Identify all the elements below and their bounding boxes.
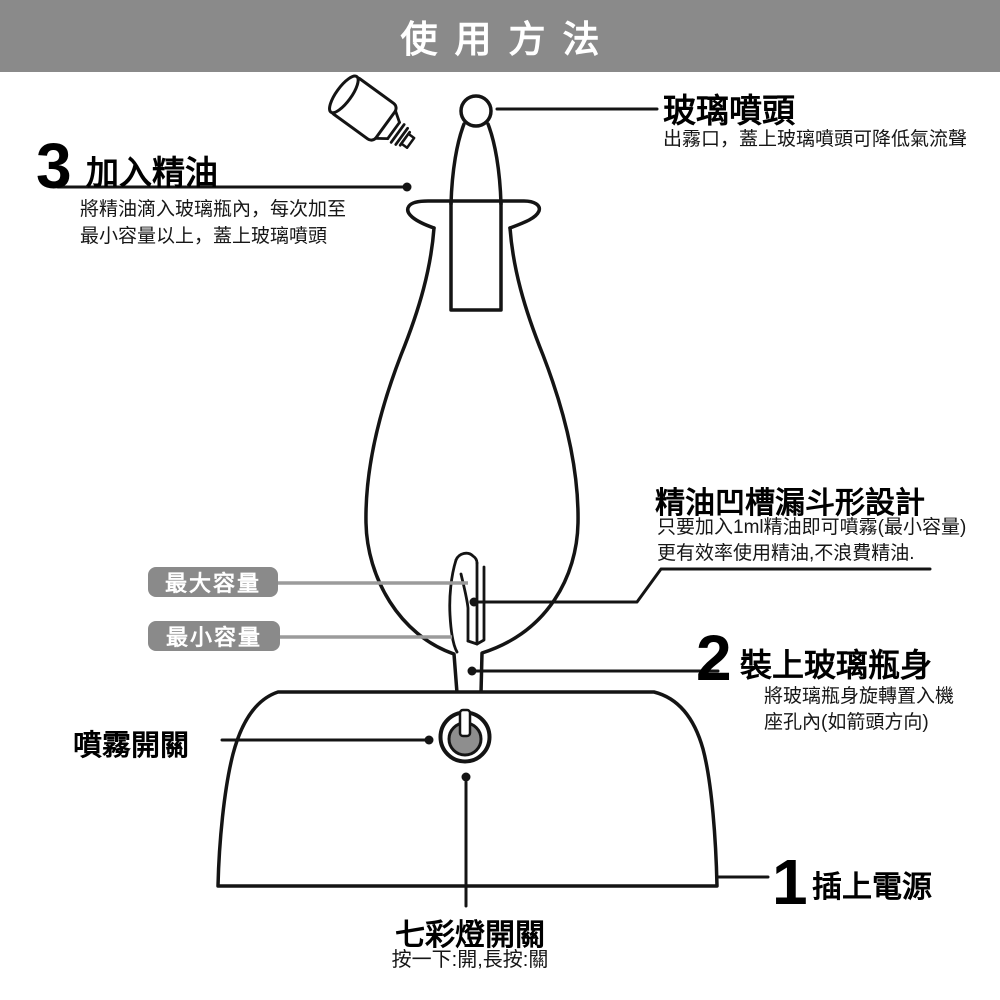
- inner-air-tube: [449, 200, 503, 312]
- leader-lines: [56, 107, 932, 908]
- leader-dots: [402, 182, 479, 782]
- step2-desc-line2: 座孔內(如箭頭方向): [764, 712, 929, 733]
- nozzle-desc: 出霧口，蓋上玻璃噴頭可降低氣流聲: [663, 129, 968, 150]
- step2-desc-line1: 將玻璃瓶身旋轉置入機: [764, 686, 955, 707]
- power-button-icon: [438, 708, 492, 764]
- capacity-level-lines: [278, 581, 468, 639]
- oil-bottle-icon: [328, 74, 416, 149]
- page-title: 使用方法: [400, 19, 617, 60]
- step2-number: 2: [696, 622, 732, 694]
- funnel-title: 精油凹槽漏斗形設計: [655, 487, 925, 520]
- max-capacity-label: 最大容量: [164, 571, 261, 596]
- funnel-desc-line1: 只要加入1ml精油即可噴霧(最小容量): [657, 517, 967, 538]
- bottle-collar: [406, 199, 542, 230]
- min-capacity-label: 最小容量: [165, 625, 262, 650]
- max-capacity-badge: 最大容量: [148, 567, 278, 597]
- min-capacity-badge: 最小容量: [148, 621, 280, 651]
- funnel-leader-line: [472, 567, 932, 604]
- step3-number: 3: [36, 130, 72, 202]
- glass-bottle-outline: [364, 94, 580, 695]
- glass-nozzle-knob: [459, 94, 493, 128]
- mist-switch-label: 噴霧開關: [73, 730, 190, 762]
- funnel-desc-line2: 更有效率使用精油,不浪費精油.: [657, 543, 915, 564]
- light-switch-title: 七彩燈開關: [395, 919, 545, 952]
- nozzle-title: 玻璃噴頭: [663, 92, 795, 129]
- step1-title: 插上電源: [812, 871, 932, 904]
- title-banner: 使用方法: [0, 0, 1000, 72]
- step3-title: 加入精油: [86, 154, 218, 191]
- step3-desc-line2: 最小容量以上，蓋上玻璃噴頭: [80, 226, 328, 247]
- step3-desc-line1: 將精油滴入玻璃瓶內，每次加至: [80, 199, 347, 220]
- step1-number: 1: [772, 846, 808, 918]
- light-switch-desc: 按一下:開,長按:關: [391, 949, 549, 971]
- step2-title: 裝上玻璃瓶身: [740, 647, 933, 683]
